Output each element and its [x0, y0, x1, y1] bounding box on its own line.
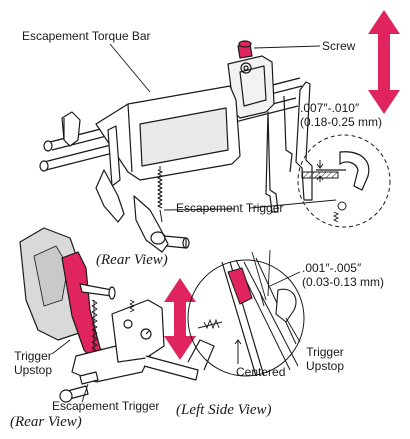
detail-circle-top — [297, 134, 391, 228]
label-gap-bottom-inches: .001″-.005″ — [302, 261, 362, 275]
label-trigger-upstop-left-2: Upstop — [13, 363, 53, 377]
label-centered: Centered — [236, 365, 286, 379]
label-screw: Screw — [322, 39, 356, 53]
label-gap-top-inches: .007″-.010″ — [300, 101, 360, 115]
detail-circle-bottom — [187, 249, 305, 377]
label-left-side-view: (Left Side View) — [176, 402, 272, 418]
double-arrow-icon — [368, 10, 400, 114]
label-escapement-torque-bar: Escapement Torque Bar — [22, 29, 151, 43]
label-escapement-trigger-bottom: Escapement Trigger — [52, 399, 160, 413]
leader-lines-top — [109, 43, 337, 211]
label-gap-top-mm: (0.18-0.25 mm) — [300, 115, 383, 129]
label-trigger-upstop-right-2: Upstop — [305, 359, 345, 373]
leader-lines-bottom-left — [51, 339, 89, 403]
label-gap-bottom-mm: (0.03-0.13 mm) — [302, 275, 385, 289]
top-mechanism — [39, 40, 313, 253]
spring-top — [157, 166, 163, 223]
label-rear-view-top: (Rear View) — [96, 252, 168, 268]
leader-lines-bottom-right — [269, 271, 301, 343]
label-trigger-upstop-right-1: Trigger — [306, 345, 344, 359]
label-escapement-trigger-top: Escapement Trigger — [176, 201, 284, 215]
double-arrow-icon — [164, 278, 196, 360]
label-rear-view-bottom: (Rear View) — [10, 414, 82, 430]
label-trigger-upstop-left-1: Trigger — [14, 349, 52, 363]
